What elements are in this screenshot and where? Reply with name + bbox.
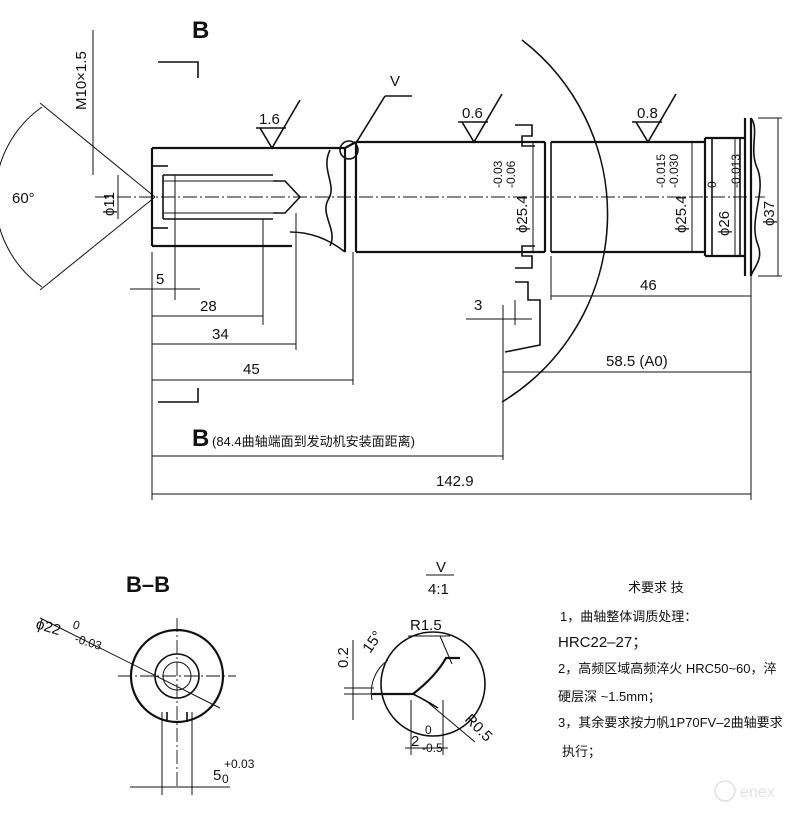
- section-b-top-arrow: [158, 61, 199, 78]
- dim-46: 46: [551, 277, 751, 297]
- section-bb-view: B–B ϕ22 0 -0.03 5 +0.03 0: [34, 572, 255, 795]
- dia25-4-a-tol-low: -0.06: [504, 160, 518, 188]
- detail-v-scale: 4:1: [428, 581, 449, 598]
- roughness-0-8-label: 0.8: [637, 105, 658, 122]
- r0-5-label: R0.5: [461, 711, 495, 745]
- section-b-bottom-label: B: [192, 425, 209, 452]
- dim-58-5: 58.5 (A0): [503, 353, 751, 373]
- dia37-label: ϕ37: [761, 201, 778, 226]
- bb-width-label: 5: [213, 767, 221, 784]
- main-view: V B B M10×1.5 60° ϕ11 1.6: [0, 17, 782, 500]
- section-b-top-label: B: [192, 17, 209, 44]
- requirement-2-line-1: 2，高频区域高频淬火 HRC50~60，淬: [558, 661, 777, 676]
- angle-15-label: 15°: [359, 628, 386, 656]
- thread-label: M10×1.5: [73, 51, 90, 110]
- dim-142-9-label: 142.9: [436, 473, 474, 490]
- dim-0-2-label: 0.2: [335, 647, 352, 668]
- detail-v-leader: [355, 95, 386, 144]
- requirement-1-line-2: HRC22–27；: [558, 634, 647, 651]
- dim-2-tol-up: 0: [425, 723, 432, 737]
- dim-142-9: 142.9: [152, 473, 751, 495]
- dim-dia37: ϕ37: [758, 117, 782, 277]
- technical-requirements: 术要求 技 1，曲轴整体调质处理： HRC22–27； 2，高频区域高频淬火 H…: [558, 580, 783, 760]
- dim-45: 45: [152, 361, 353, 381]
- angle-60: 60°: [0, 102, 156, 291]
- dim-28: 28: [152, 298, 263, 317]
- dim-3: 3: [466, 297, 532, 320]
- dia25-4-a-tol-up: -0.03: [491, 160, 505, 188]
- dim-dia25-4-b: ϕ25.4 -0.015 -0.030: [654, 142, 693, 252]
- threaded-hole: [162, 174, 302, 220]
- dim-3-label: 3: [474, 297, 482, 314]
- watermark: enex: [714, 780, 775, 802]
- dim-84-4-note: (84.4曲轴端面到发动机安装面距离): [212, 434, 415, 449]
- dim-2-label: 2: [411, 733, 419, 750]
- shaft-outline: [150, 39, 761, 403]
- dim-5: 5: [130, 271, 200, 290]
- requirement-2-line-2: 硬层深 ~1.5mm；: [558, 689, 661, 705]
- dim-58-5-label: 58.5 (A0): [606, 353, 668, 370]
- dia25-4-b-tol-up: -0.015: [654, 154, 668, 188]
- dim-dia25-4-a: ϕ25.4 -0.03 -0.06: [491, 142, 534, 252]
- r1-5-label: R1.5: [410, 617, 442, 634]
- dia26-tol-low: -0.013: [729, 154, 743, 188]
- roughness-1-6: 1.6: [256, 99, 301, 150]
- dia11-label: ϕ11: [101, 192, 118, 216]
- thread-callout: M10×1.5: [73, 30, 94, 175]
- angle-60-label: 60°: [12, 190, 35, 207]
- bb-dia-label: ϕ22: [34, 616, 63, 640]
- bb-dia-tol-up: 0: [71, 617, 82, 632]
- requirements-title: 术要求 技: [628, 580, 684, 595]
- detail-v-label: V: [390, 73, 400, 90]
- roughness-0-6-label: 0.6: [462, 105, 483, 122]
- section-b-markers: B B: [158, 17, 209, 452]
- dia26-tol-up: 0: [705, 181, 719, 188]
- dim-84-4: (84.4曲轴端面到发动机安装面距离): [152, 434, 503, 457]
- extension-lines: [151, 213, 752, 500]
- dim-46-label: 46: [640, 277, 657, 294]
- bb-width-tol-up: +0.03: [224, 757, 255, 771]
- detail-v-view: V 4:1 0.2 15° R1.5 R0.5 2 0 -0.5: [335, 559, 496, 755]
- requirement-1-line-1: 1，曲轴整体调质处理：: [560, 609, 697, 624]
- dim-dia11: ϕ11: [101, 175, 119, 219]
- section-bb-title: B–B: [126, 572, 170, 597]
- dim-2-tol-low: -0.5: [422, 741, 443, 755]
- dim-28-label: 28: [200, 298, 217, 315]
- dia25-4-b-label: ϕ25.4: [673, 195, 690, 233]
- dim-45-label: 45: [243, 361, 260, 378]
- bb-width-tol-low: 0: [222, 772, 229, 786]
- watermark-text: enex: [740, 784, 775, 801]
- dia26-label: ϕ26: [716, 211, 733, 236]
- dia25-4-b-tol-low: -0.030: [667, 154, 681, 188]
- detail-v-title: V: [436, 559, 446, 576]
- roughness-1-6-label: 1.6: [259, 111, 280, 128]
- requirement-3-line-2: 执行；: [562, 744, 601, 760]
- roughness-0-8: 0.8: [632, 93, 677, 144]
- dim-34: 34: [152, 326, 296, 345]
- detail-v-marker: [339, 140, 359, 160]
- dim-dia26: ϕ26 0 -0.013: [705, 138, 743, 256]
- requirement-3-line-1: 3，其余要求按力帆1P70FV–2曲轴要求: [558, 715, 783, 730]
- bb-dia-tol-low: -0.03: [73, 631, 104, 652]
- dim-34-label: 34: [212, 326, 229, 343]
- dim-5-label: 5: [156, 271, 164, 288]
- detail-v-circle: [380, 631, 486, 737]
- section-b-bottom-arrow: [158, 388, 199, 403]
- roughness-0-6: 0.6: [458, 93, 503, 144]
- dia25-4-a-label: ϕ25.4: [514, 195, 531, 233]
